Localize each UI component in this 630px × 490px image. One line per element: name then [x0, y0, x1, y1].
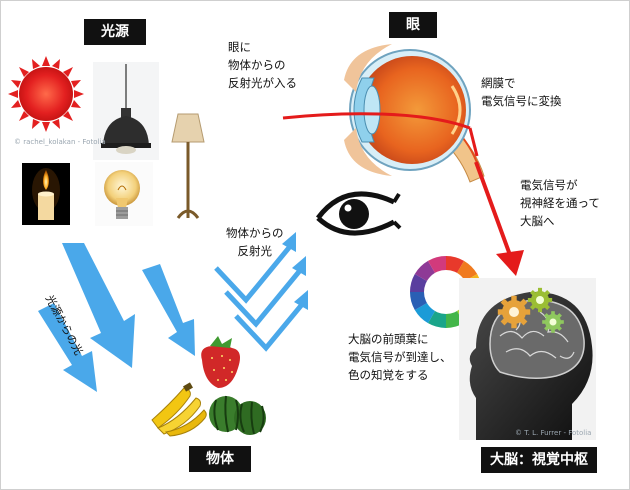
- brain-head-icon: [459, 278, 596, 440]
- reflected-light-enters-eye-note: 眼に 物体からの 反射光が入る: [228, 40, 297, 90]
- eye-label: 眼: [389, 12, 437, 38]
- floor-lamp-icon: [171, 113, 205, 219]
- sun-icon: [8, 56, 84, 132]
- optic-nerve-note: 電気信号が 視神経を通って 大脳へ: [520, 178, 600, 228]
- brain-label: 大脳：視覚中枢: [481, 447, 597, 473]
- light-bulb-icon: [95, 162, 153, 226]
- signal-path-arrows: [282, 112, 524, 276]
- watermelon-icon: [209, 395, 266, 435]
- sun-image-credit: © rachel_kolakan - Fotolia: [14, 138, 106, 146]
- object-label: 物体: [189, 446, 251, 472]
- retina-note: 網膜で 電気信号に変換: [481, 76, 562, 108]
- eye-cross-section-icon: [344, 44, 485, 183]
- banana-icon: [151, 382, 207, 437]
- light-source-label: 光源: [84, 19, 146, 45]
- brain-image-credit: © T. L. Furrer - Fotolia: [515, 429, 592, 437]
- pendant-lamp-icon: [93, 62, 159, 160]
- strawberry-icon: [201, 336, 240, 388]
- gear-icon: [497, 287, 564, 333]
- candle-icon: [22, 163, 70, 225]
- frontal-lobe-note: 大脳の前頭葉に 電気信号が到達し、 色の知覚をする: [348, 332, 452, 382]
- eye-symbol-icon: [315, 191, 402, 236]
- reflected-light-note: 物体からの 反射光: [226, 226, 284, 258]
- reflected-light-arrows: [214, 232, 308, 352]
- light-from-source-arrows: [38, 243, 195, 392]
